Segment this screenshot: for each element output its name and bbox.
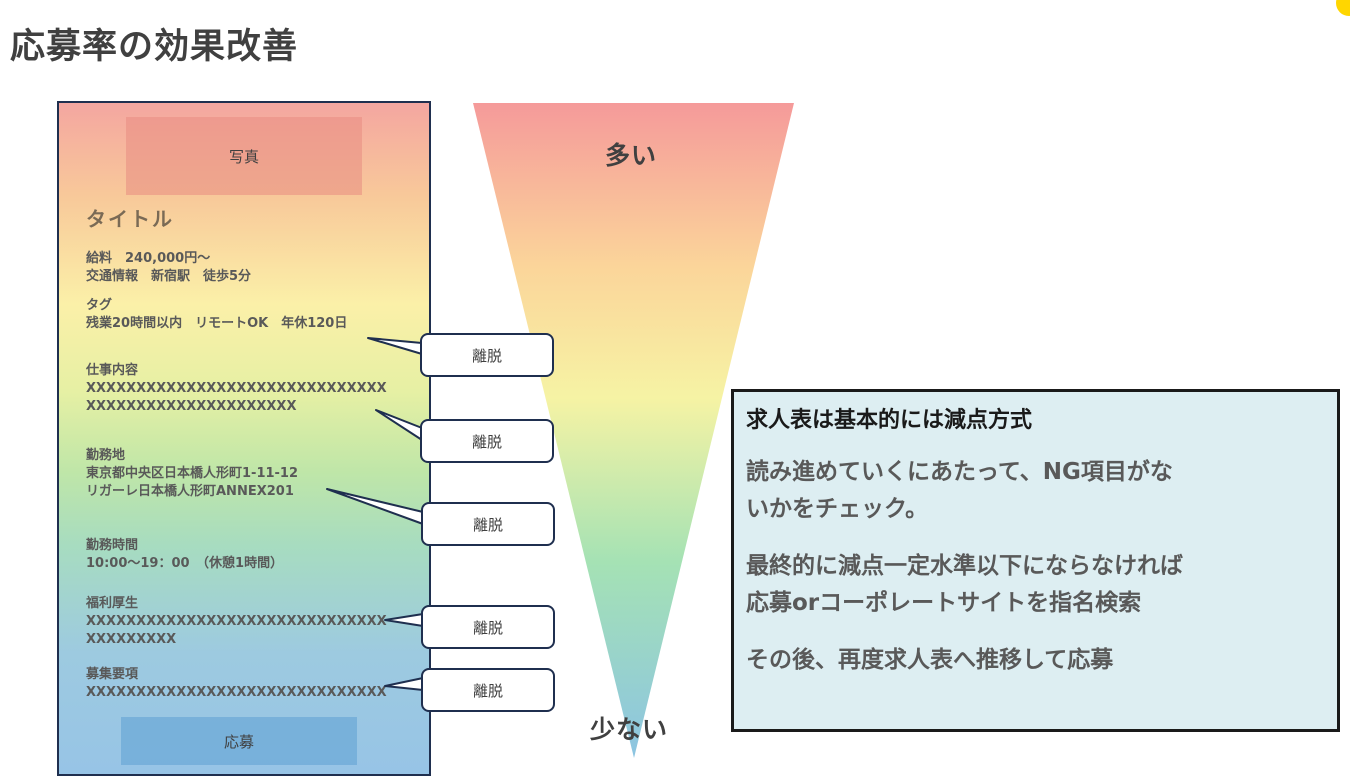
job-line-1: XXXXXXXXXXXXXXXXXXXXXXXXXXXXXX [86, 381, 387, 396]
apply-button[interactable]: 応募 [121, 717, 357, 765]
recruit-label: 募集要項 [86, 667, 139, 682]
tag-values: 残業20時間以内 リモートOK 年休120日 [86, 316, 348, 331]
note-paragraph-3: その後、再度求人表へ推移して応募 [746, 647, 1114, 673]
callout-pointers [326, 337, 424, 691]
funnel-bottom-label: 少ない [590, 715, 669, 744]
location-line-1: 東京都中央区日本橋人形町1-11-12 [86, 466, 299, 481]
note-heading: 求人表は基本的には減点方式 [746, 408, 1033, 433]
job-label: 仕事内容 [86, 363, 139, 378]
salary-line: 給料 240,000円～ [86, 251, 211, 266]
photo-placeholder: 写真 [126, 117, 362, 195]
page-title: 応募率の効果改善 [10, 27, 299, 67]
welfare-label: 福利厚生 [86, 596, 139, 611]
funnel-top-label: 多い [605, 141, 658, 170]
hours-value: 10:00～19：00 （休憩1時間） [86, 556, 284, 571]
welfare-line-2: XXXXXXXXX [86, 632, 177, 647]
tag-label: タグ [86, 298, 113, 313]
note-paragraph-2: 最終的に減点一定水準以下にならなければ 応募orコーポレートサイトを指名検索 [746, 553, 1183, 616]
transport-line: 交通情報 新宿駅 徒歩5分 [86, 269, 252, 284]
note-box: 求人表は基本的には減点方式 読み進めていくにあたって、NG項目がな いかをチェッ… [731, 389, 1340, 732]
job-posting-card: 写真 タイトル 給料 240,000円～ 交通情報 新宿駅 徒歩5分 タグ 残業… [57, 101, 431, 776]
job-line-2: XXXXXXXXXXXXXXXXXXXXX [86, 399, 297, 414]
location-line-2: リガーレ日本橋人形町ANNEX201 [86, 484, 294, 499]
dropout-callout-5: 離脱 [421, 668, 555, 712]
dropout-callout-3: 離脱 [421, 502, 555, 546]
dropout-callout-1: 離脱 [420, 333, 554, 377]
dropout-callout-4: 離脱 [421, 605, 555, 649]
recruit-line-1: XXXXXXXXXXXXXXXXXXXXXXXXXXXXXX [86, 685, 387, 700]
corner-accent [1336, 0, 1350, 16]
welfare-line-1: XXXXXXXXXXXXXXXXXXXXXXXXXXXXXX [86, 614, 387, 629]
note-paragraph-1: 読み進めていくにあたって、NG項目がな いかをチェック。 [746, 459, 1173, 522]
dropout-callout-2: 離脱 [420, 419, 554, 463]
location-label: 勤務地 [86, 448, 126, 463]
posting-title: タイトル [86, 207, 174, 231]
hours-label: 勤務時間 [86, 538, 139, 553]
